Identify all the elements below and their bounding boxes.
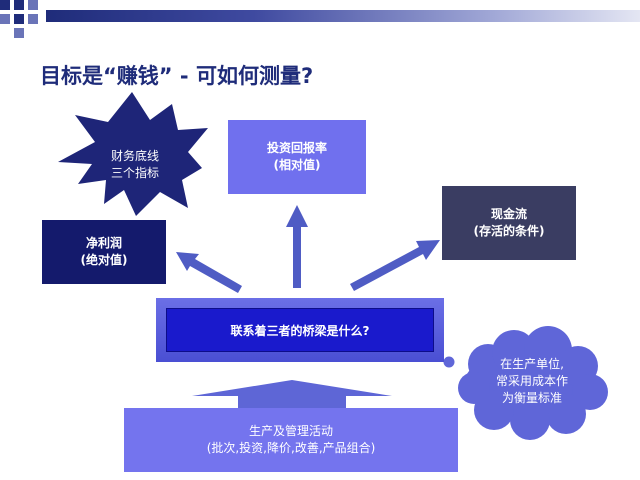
- roi-box: 投资回报率 (相对值): [228, 120, 366, 194]
- deco-square: [28, 0, 38, 10]
- deco-square: [14, 0, 24, 10]
- cloud-line-1: 在生产单位,: [500, 357, 564, 371]
- header-gradient-bar: [46, 10, 640, 22]
- cloud-line-2: 常采用成本作: [495, 374, 568, 388]
- net-profit-title: 净利润: [85, 236, 122, 250]
- roi-title: 投资回报率: [266, 141, 327, 155]
- bridge-label: 联系着三者的桥梁是什么?: [166, 308, 434, 352]
- arrow-left-icon: [176, 252, 242, 293]
- cash-flow-box: 现金流 (存活的条件): [442, 186, 576, 260]
- cash-flow-subtitle: (存活的条件): [473, 224, 545, 238]
- starburst-line-2: 三个指标: [110, 166, 159, 180]
- bubble-dot-icon: [442, 355, 456, 369]
- activities-detail: (批次,投资,降价,改善,产品组合): [206, 441, 376, 455]
- starburst-line-1: 财务底线: [110, 149, 159, 163]
- starburst-label: 财务底线 三个指标: [92, 148, 178, 182]
- thought-cloud-shape: [458, 326, 608, 440]
- bridge-question-box: 联系着三者的桥梁是什么?: [156, 298, 444, 362]
- deco-square: [0, 14, 10, 24]
- starburst-shape: [58, 92, 208, 216]
- net-profit-subtitle: (绝对值): [80, 253, 128, 267]
- arrow-right-icon: [350, 240, 440, 291]
- arrow-up-icon: [286, 205, 308, 288]
- roi-subtitle: (相对值): [273, 158, 321, 172]
- deco-square: [28, 14, 38, 24]
- cloud-line-3: 为衡量标准: [501, 391, 562, 405]
- deco-square: [0, 0, 10, 10]
- net-profit-box: 净利润 (绝对值): [42, 220, 166, 284]
- slide-title: 目标是“赚钱” - 可如何测量?: [40, 64, 314, 88]
- thought-cloud-label: 在生产单位, 常采用成本作 为衡量标准: [476, 356, 588, 407]
- deco-square: [14, 14, 24, 24]
- deco-square: [14, 28, 24, 38]
- activities-title: 生产及管理活动: [248, 424, 333, 438]
- big-arrow-up-icon: [192, 380, 392, 410]
- cash-flow-title: 现金流: [490, 207, 527, 221]
- activities-box: 生产及管理活动 (批次,投资,降价,改善,产品组合): [124, 408, 458, 472]
